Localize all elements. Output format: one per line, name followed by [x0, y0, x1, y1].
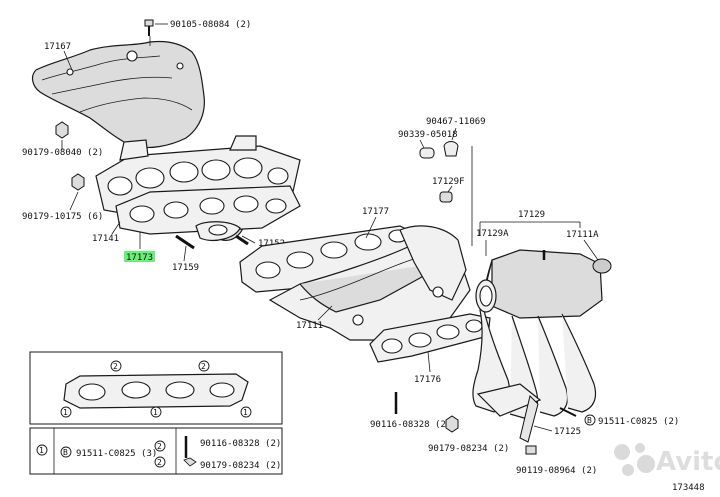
label-17177: 17177: [362, 207, 389, 217]
inset-legend: 2 2 1 1 1 1 B 91511-C0825 (3) 2 2 90116-…: [29, 351, 283, 475]
stay-17125: [519, 395, 539, 443]
callout-2b: 2: [201, 362, 206, 371]
callout-1c: 1: [243, 408, 248, 417]
stud-17159: [175, 234, 249, 250]
intake-upper-17129: [472, 249, 603, 419]
label-17167: 17167: [44, 42, 71, 52]
callout-2a: 2: [113, 362, 118, 371]
avito-logo-icon: [614, 443, 655, 476]
label-17159: 17159: [172, 263, 199, 273]
legend-90116: 90116-08328 (2): [200, 439, 281, 449]
callout-2-legend-b: 2: [157, 458, 162, 467]
legend-90179: 90179-08234 (2): [200, 461, 281, 471]
nut-90179-08040: [55, 121, 69, 150]
callout-1-legend: 1: [39, 446, 44, 455]
label-90179-10175: 90179-10175 (6): [22, 212, 103, 222]
bolt-91511-right: B: [559, 407, 596, 426]
diagram-code: 173448: [672, 483, 705, 493]
gasket-17176: [369, 313, 491, 363]
label-91511-right: 91511-C0825 (2): [598, 417, 679, 427]
label-17176: 17176: [414, 375, 441, 385]
hose-90339: [419, 139, 435, 159]
label-17141: 17141: [92, 234, 119, 244]
label-17129F: 17129F: [432, 177, 465, 187]
label-90116: 90116-08328 (2): [370, 420, 451, 430]
label-17125: 17125: [554, 427, 581, 437]
callout-2-legend-a: 2: [157, 442, 162, 451]
nut-90179-10175: [69, 173, 85, 211]
label-90467: 90467-11069: [426, 117, 486, 127]
intake-lower-17111: [268, 225, 471, 341]
label-17129A: 17129A: [476, 229, 509, 239]
callout-1b: 1: [153, 408, 158, 417]
highlight-17173: [124, 251, 155, 262]
label-17152: 17152: [258, 239, 285, 249]
watermark-text: Avito: [656, 447, 720, 477]
gasket-17173: [115, 185, 301, 235]
label-17111A: 17111A: [566, 230, 599, 240]
label-90179-08234: 90179-08234 (2): [428, 444, 509, 454]
label-17129: 17129: [518, 210, 545, 220]
legend-91511: 91511-C0825 (3): [76, 449, 157, 459]
label-17111: 17111: [296, 321, 323, 331]
callout-b-right: B: [587, 416, 592, 425]
label-90339: 90339-05018: [398, 130, 458, 140]
clamp-90467: [443, 127, 459, 157]
callout-b-legend: B: [63, 448, 68, 457]
heat-insulator-17167: [31, 36, 205, 149]
label-90105: 90105-08084 (2): [170, 20, 251, 30]
plug-17129F: [439, 185, 453, 203]
cap-17111A: [583, 239, 612, 274]
label-17173: 17173: [126, 253, 153, 263]
bolt-90105: [144, 19, 168, 36]
nut-90179-08234: [445, 415, 459, 433]
gasket-17152: [195, 221, 241, 241]
callout-1a: 1: [63, 408, 68, 417]
bolt-90119: [525, 445, 537, 455]
label-90179-08040: 90179-08040 (2): [22, 148, 103, 158]
label-90119: 90119-08964 (2): [516, 466, 597, 476]
